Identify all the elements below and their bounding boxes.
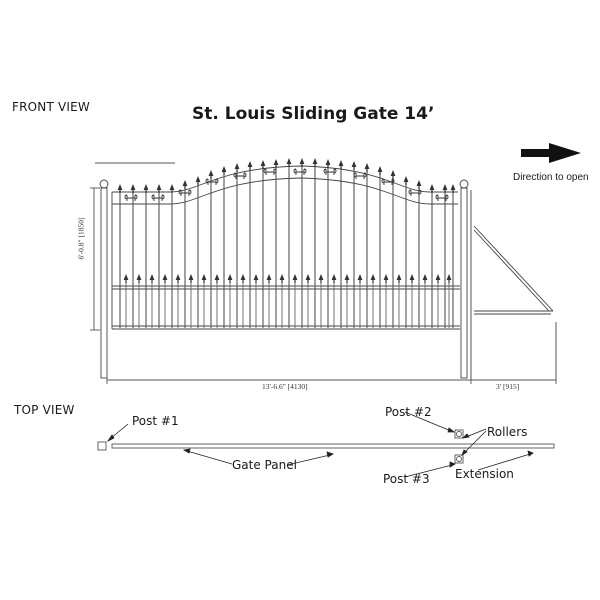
gate-panel-callout: Gate Panel: [232, 458, 297, 472]
top-view-drawing: [97, 429, 555, 464]
drawing-title: St. Louis Sliding Gate 14’: [192, 104, 435, 124]
callout-leaders: [106, 411, 534, 478]
post-2-square: [454, 429, 464, 439]
arch-rail-top: [112, 165, 458, 193]
direction-to-open-label: Direction to open: [513, 172, 589, 183]
gate-panel-bar: [111, 443, 555, 449]
post-1-callout: Post #1: [132, 414, 179, 428]
extension-width-dimension: 3' [915]: [496, 382, 520, 391]
post-3-square: [454, 454, 464, 464]
right-post: [460, 187, 468, 379]
extension-callout: Extension: [455, 467, 514, 481]
top-view-label: TOP VIEW: [14, 403, 75, 417]
extension-brace: [473, 225, 554, 312]
front-view-drawing: [90, 162, 557, 384]
rollers-callout: Rollers: [487, 425, 528, 439]
left-post-cap: [99, 179, 109, 189]
height-dimension: 6'-0.8" [1850]: [76, 217, 86, 260]
lower-finials: [123, 274, 452, 283]
left-post: [100, 187, 108, 379]
front-view-label: FRONT VIEW: [12, 100, 91, 114]
post-1-square: [97, 441, 107, 451]
right-post-cap: [459, 179, 469, 189]
short-pickets: [125, 278, 450, 328]
pickets: [119, 164, 454, 328]
post-3-callout: Post #3: [383, 472, 430, 486]
post-2-callout: Post #2: [385, 405, 432, 419]
right-arrow-icon: [521, 143, 581, 163]
gate-width-dimension: 13'-6.6" [4130]: [262, 382, 308, 391]
arch-rail-bottom: [112, 177, 458, 205]
